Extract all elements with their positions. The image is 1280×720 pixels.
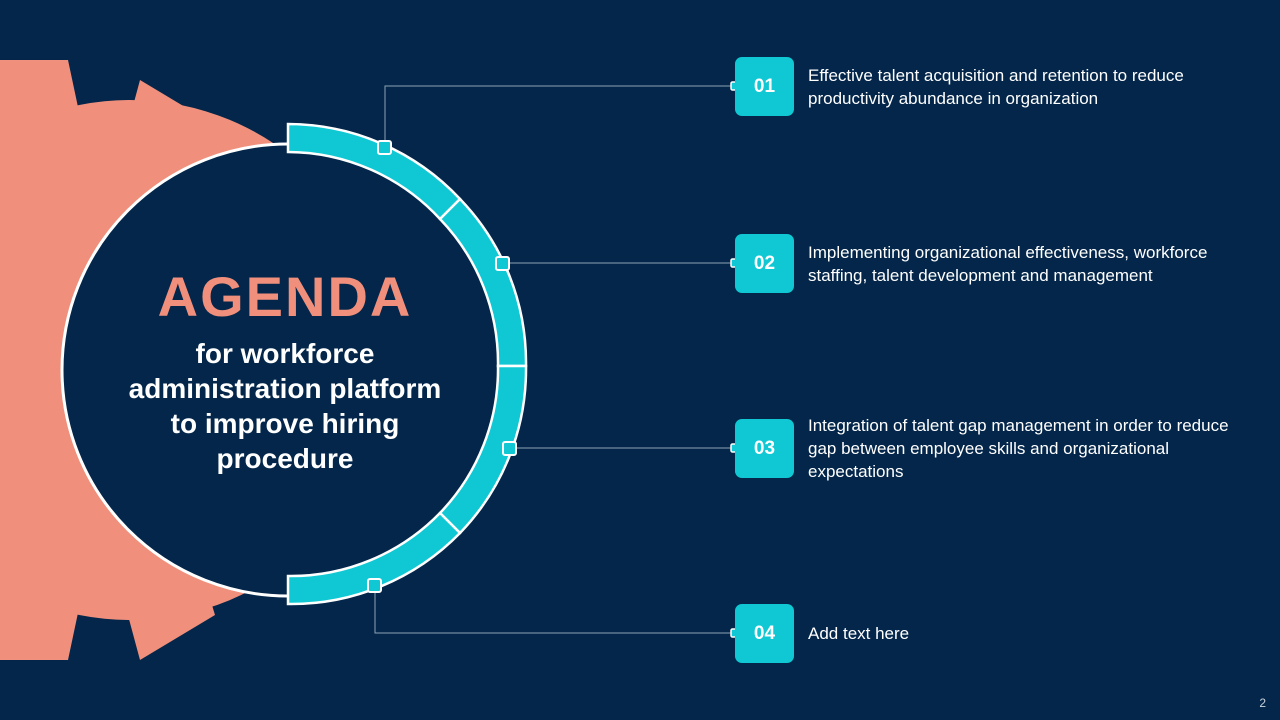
marker-02 bbox=[495, 256, 510, 271]
connector-01 bbox=[384, 85, 735, 148]
connector-04 bbox=[374, 586, 735, 634]
number-badge-02: 02 bbox=[735, 234, 794, 293]
agenda-item-text-03: Integration of talent gap management in … bbox=[808, 416, 1229, 481]
marker-03 bbox=[502, 441, 517, 456]
number-badge-04: 04 bbox=[735, 604, 794, 663]
badge-dots bbox=[730, 81, 740, 638]
agenda-item-text-01: Effective talent acquisition and retenti… bbox=[808, 66, 1184, 108]
arc-markers bbox=[367, 140, 517, 593]
agenda-heading: AGENDA bbox=[157, 265, 413, 328]
number-badge-03: 03 bbox=[735, 419, 794, 478]
title-block: AGENDA for workforce administration plat… bbox=[120, 262, 450, 476]
page-number: 2 bbox=[1259, 696, 1266, 710]
progress-arc bbox=[286, 122, 528, 606]
agenda-item-text-02: Implementing organizational effectivenes… bbox=[808, 243, 1208, 285]
marker-04 bbox=[367, 578, 382, 593]
agenda-item-text-04: Add text here bbox=[808, 624, 910, 643]
number-badge-01: 01 bbox=[735, 57, 794, 116]
arc-segment-4 bbox=[286, 511, 462, 606]
marker-01 bbox=[377, 140, 392, 155]
connector-lines bbox=[374, 85, 735, 634]
agenda-subtitle: for workforce administration platform to… bbox=[128, 338, 442, 474]
